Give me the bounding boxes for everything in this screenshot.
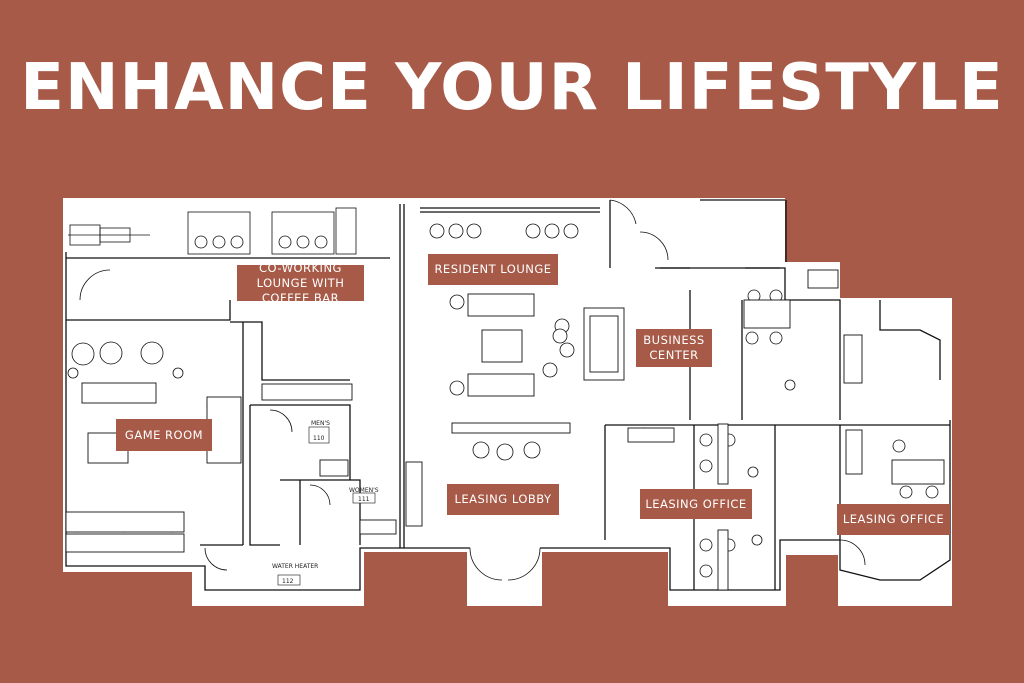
- water-heater-label: WATER HEATER: [272, 563, 318, 570]
- gym-equipment: [68, 207, 357, 255]
- label-leasing-office-2: LEASING OFFICE: [837, 504, 950, 535]
- label-leasing-lobby: LEASING LOBBY: [447, 484, 559, 515]
- furniture-tables: [65, 269, 945, 591]
- door-swings: [79, 199, 866, 581]
- label-leasing-office-1: LEASING OFFICE: [640, 489, 752, 519]
- label-coworking-lounge: CO-WORKING LOUNGE WITH COFFEE BAR: [237, 261, 364, 305]
- womens-label: WOMEN'S: [349, 487, 379, 494]
- room-tags: MEN'S 110 WOMEN'S 111 WATER HEATER 112: [272, 420, 379, 586]
- label-business-center: BUSINESS CENTER: [636, 329, 712, 367]
- label-game-room: GAME ROOM: [116, 419, 212, 451]
- water-heater-room-number: 112: [282, 578, 294, 585]
- page-headline: ENHANCE YOUR LIFESTYLE: [20, 51, 1004, 125]
- label-resident-lounge: RESIDENT LOUNGE: [428, 254, 558, 285]
- walls: [65, 199, 951, 591]
- womens-room-number: 111: [358, 496, 370, 503]
- mens-label: MEN'S: [311, 420, 330, 427]
- mens-room-number: 110: [313, 435, 325, 442]
